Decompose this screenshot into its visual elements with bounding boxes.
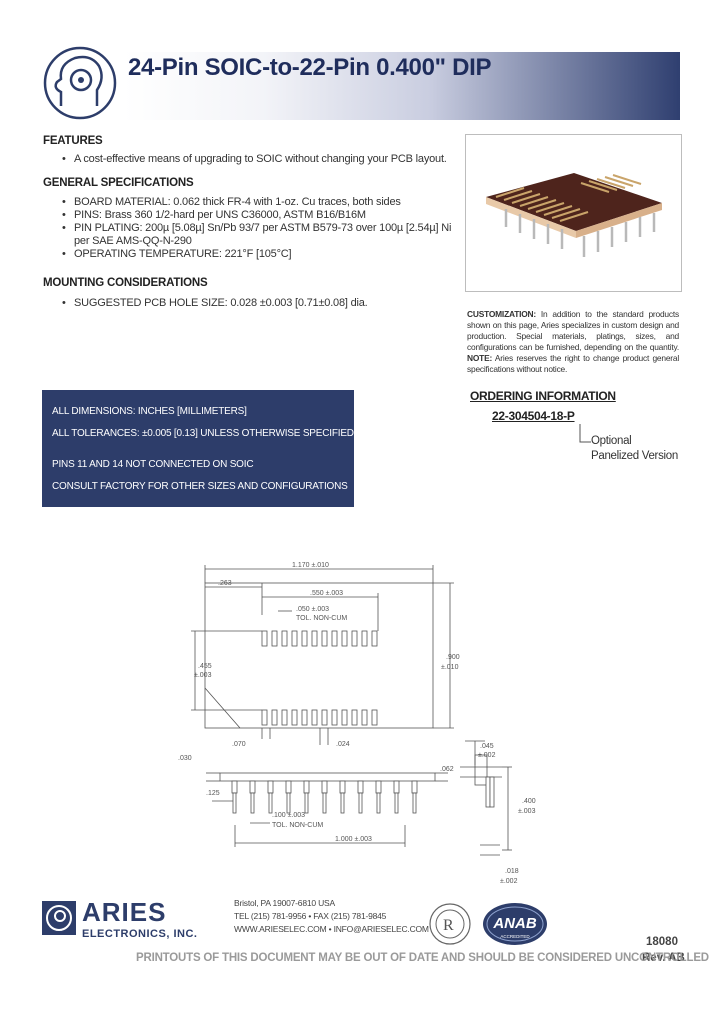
dim-row-tol: ±.003 (518, 808, 536, 815)
dim-dip-span: 1.000 ±.003 (335, 836, 372, 843)
company-address: Bristol, PA 19007-6810 USA TEL (215) 781… (234, 897, 429, 936)
company-name: ARIES (82, 897, 167, 927)
dim-pin-side: .045 (480, 743, 494, 750)
dim-height-left-tol: ±.003 (194, 672, 212, 679)
mounting-item: SUGGESTED PCB HOLE SIZE: 0.028 ±0.003 [0… (62, 297, 462, 310)
page-title: 24-Pin SOIC-to-22-Pin 0.400" DIP (128, 54, 492, 81)
dim-pin-dia: .018 (505, 868, 519, 875)
dim-tol: TOL. NON-CUM (296, 615, 347, 622)
title-bar (124, 52, 680, 120)
dip-pins-side (231, 780, 418, 814)
soic-pads-bottom (261, 709, 378, 726)
product-adapter-image (486, 173, 662, 257)
option-label: Optional (591, 435, 632, 447)
spec-item: PIN PLATING: 200µ [5.08µ] Sn/Pb 93/7 per… (62, 222, 469, 248)
spec-item: OPERATING TEMPERATURE: 221°F [105°C] (62, 248, 462, 261)
general-specs-heading: GENERAL SPECIFICATIONS (43, 177, 194, 189)
option-description: Panelized Version (591, 450, 678, 462)
dim-left-offset: .263 (218, 580, 232, 587)
note-label: NOTE: (467, 353, 493, 363)
revision-label: Rev. AB (642, 952, 685, 964)
dimensions-notes-box: ALL DIMENSIONS: INCHES [MILLIMETERS] ALL… (42, 390, 354, 507)
soic-pads-top (261, 630, 378, 647)
part-number: 22-304504-18-P (492, 409, 575, 423)
technical-drawing: 1.170 ±.010 .263 .550 ±.003 .050 ±.003 T… (178, 562, 536, 885)
dim-pin-dia-tol: ±.002 (500, 878, 518, 885)
note-text: Aries reserves the right to change produ… (467, 353, 679, 374)
company-sub: ELECTRONICS, INC. (82, 928, 198, 940)
dim-note: ALL DIMENSIONS: INCHES [MILLIMETERS] (52, 406, 247, 417)
anab-sub: ACCREDITED (500, 934, 530, 939)
anab-accreditation-icon: ANAB ACCREDITED (483, 903, 547, 945)
dim-pad-gap: .024 (336, 741, 350, 748)
aries-head-logo-icon (43, 46, 117, 120)
mounting-heading: MOUNTING CONSIDERATIONS (43, 277, 208, 289)
mounting-list: SUGGESTED PCB HOLE SIZE: 0.028 ±0.003 [0… (62, 297, 462, 310)
uncontrolled-disclaimer: PRINTOUTS OF THIS DOCUMENT MAY BE OUT OF… (136, 952, 709, 964)
aries-footer-logo: ARIES ELECTRONICS, INC. (42, 897, 222, 949)
dim-height-left: .455 (198, 663, 212, 670)
spec-item: BOARD MATERIAL: 0.062 thick FR-4 with 1-… (62, 196, 462, 209)
dim-pin-side-tol: ±.002 (478, 752, 496, 759)
customization-label: CUSTOMIZATION: (467, 309, 536, 319)
phone-line: TEL (215) 781-9956 • FAX (215) 781-9845 (234, 911, 387, 921)
general-specs-list: BOARD MATERIAL: 0.062 thick FR-4 with 1-… (62, 196, 462, 261)
svg-text:R: R (443, 917, 454, 934)
document-number: 18080 (646, 936, 678, 948)
dim-overall: 1.170 ±.010 (292, 562, 329, 569)
dim-height-right-tol: ±.010 (441, 664, 459, 671)
features-list: A cost-effective means of upgrading to S… (62, 153, 462, 166)
dim-dip-tol: TOL. NON-CUM (272, 822, 323, 829)
aries-head-small-icon (42, 901, 76, 935)
anab-label: ANAB (492, 915, 536, 932)
features-heading: FEATURES (43, 135, 103, 147)
option-leader-line (579, 424, 591, 443)
web-line: WWW.ARIESELEC.COM • INFO@ARIESELEC.COM (234, 924, 429, 934)
dim-pitch: .050 ±.003 (296, 606, 329, 613)
dim-soic-span: .550 ±.003 (310, 590, 343, 597)
dim-note: ALL TOLERANCES: ±0.005 [0.13] UNLESS OTH… (52, 428, 354, 439)
features-item: A cost-effective means of upgrading to S… (62, 153, 462, 166)
dim-dip-pitch: .100 ±.003 (272, 812, 305, 819)
dim-shoulder: .125 (206, 790, 220, 797)
dim-height-right: .900 (446, 654, 460, 661)
product-photo (465, 134, 682, 292)
dip-pins-end (485, 776, 495, 808)
ordering-heading: ORDERING INFORMATION (470, 389, 616, 403)
top-view-board (204, 582, 434, 729)
spec-item: PINS: Brass 360 1/2-hard per UNS C36000,… (62, 209, 462, 222)
dim-pad-width: .070 (232, 741, 246, 748)
ul-recognized-icon: R (429, 903, 471, 945)
address-line: Bristol, PA 19007-6810 USA (234, 898, 335, 908)
dim-board: .062 (440, 766, 454, 773)
dim-note: PINS 11 AND 14 NOT CONNECTED ON SOIC (52, 459, 254, 470)
dim-row: .400 (522, 798, 536, 805)
dim-top: .030 (178, 755, 192, 762)
customization-text: In addition to the standard products sho… (467, 309, 679, 352)
dim-note: CONSULT FACTORY FOR OTHER SIZES AND CONF… (52, 481, 348, 492)
customization-note: CUSTOMIZATION: In addition to the standa… (467, 309, 679, 375)
